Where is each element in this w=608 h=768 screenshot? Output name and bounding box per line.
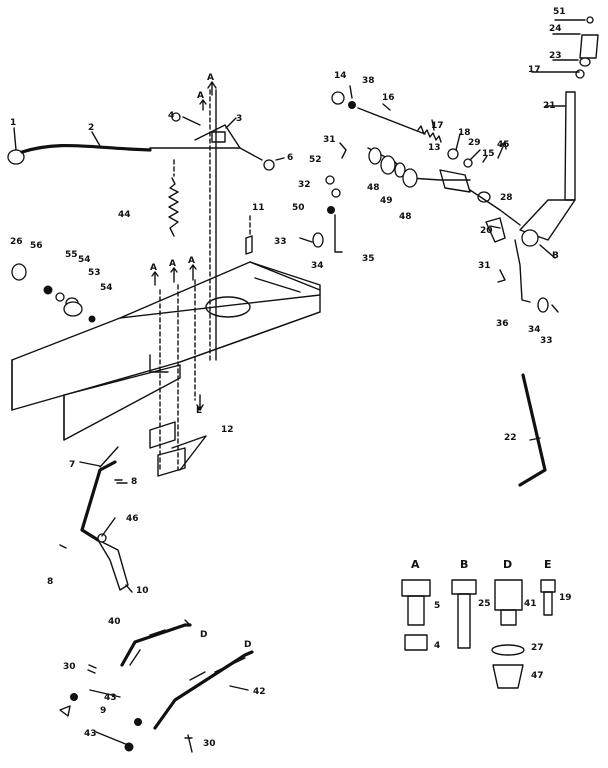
part-callout-23: 23	[549, 51, 562, 61]
reference-arrows	[151, 81, 507, 411]
rod-16-spring-17	[331, 91, 473, 168]
part-callout-40: 40	[108, 617, 121, 627]
part-callout-33: 33	[540, 336, 553, 346]
part-callout-15: 15	[482, 149, 495, 159]
hardware-key-letter-b: B	[460, 558, 468, 571]
part-callout-34: 34	[528, 325, 541, 335]
rod-22	[518, 373, 547, 487]
part-callout-48: 48	[399, 212, 412, 222]
part-callout-27: 27	[531, 643, 544, 653]
part-callout-1: 1	[10, 118, 16, 128]
part-callout-4: 4	[168, 111, 174, 121]
part-callout-54: 54	[100, 283, 113, 293]
reference-letter-d: D	[200, 630, 207, 640]
part-callout-49: 49	[380, 196, 393, 206]
part-callout-31: 31	[478, 261, 491, 271]
part-callout-47: 47	[531, 671, 544, 681]
hardware-key-letter-d: D	[503, 558, 512, 571]
part-callout-17: 17	[431, 121, 444, 131]
part-callout-35: 35	[362, 254, 375, 264]
part-callout-29: 29	[468, 138, 481, 148]
part-callout-4: 4	[434, 641, 440, 651]
part-callout-18: 18	[458, 128, 471, 138]
part-callout-25: 25	[478, 599, 491, 609]
part-callout-8: 8	[47, 577, 53, 587]
cross-shaft-assembly	[367, 147, 521, 243]
part-callout-30: 30	[63, 662, 76, 672]
reference-letter-d: D	[244, 640, 251, 650]
part-callout-46: 46	[126, 514, 139, 524]
reference-letter-a: A	[207, 73, 214, 83]
part-callout-12: 12	[221, 425, 234, 435]
part-callout-52: 52	[309, 155, 322, 165]
part-callout-33: 33	[274, 237, 287, 247]
part-callout-56: 56	[30, 241, 43, 251]
part-callout-48: 48	[367, 183, 380, 193]
link-rod-35-36	[299, 142, 559, 313]
spring-44	[168, 159, 179, 237]
part-callout-43: 43	[104, 693, 117, 703]
part-callout-31: 31	[323, 135, 336, 145]
part-callout-16: 16	[382, 93, 395, 103]
part-callout-11: 11	[252, 203, 265, 213]
part-callout-42: 42	[253, 687, 266, 697]
part-callout-54: 54	[78, 255, 91, 265]
part-callout-32: 32	[298, 180, 311, 190]
part-callout-21: 21	[543, 101, 556, 111]
wheel-hub-assembly	[11, 263, 96, 323]
part-callout-41: 41	[524, 599, 537, 609]
part-callout-44: 44	[118, 210, 131, 220]
part-callout-28: 28	[500, 193, 513, 203]
leader-lines	[13, 19, 586, 746]
lift-handle-assembly	[7, 112, 275, 171]
reference-letter-b: B	[552, 251, 559, 261]
part-callout-51: 51	[553, 7, 566, 17]
part-callout-34: 34	[311, 261, 324, 271]
part-callout-53: 53	[88, 268, 101, 278]
reference-letter-a: A	[169, 259, 176, 269]
part-callout-50: 50	[292, 203, 305, 213]
part-callout-6: 6	[287, 153, 293, 163]
lift-link-assembly	[59, 619, 254, 753]
part-callout-19: 19	[559, 593, 572, 603]
part-callout-5: 5	[434, 601, 440, 611]
part-callout-14: 14	[334, 71, 347, 81]
part-callout-30: 30	[203, 739, 216, 749]
hardware-key-letter-e: E	[544, 558, 552, 571]
reference-letter-a: A	[197, 91, 204, 101]
part-callout-3: 3	[236, 114, 242, 124]
bracket-11	[245, 215, 253, 255]
part-callout-13: 13	[428, 143, 441, 153]
part-callout-2: 2	[88, 123, 94, 133]
frame-assembly	[11, 261, 321, 441]
vertical-rods	[149, 89, 217, 477]
reference-letter-a: A	[150, 263, 157, 273]
part-callout-10: 10	[136, 586, 149, 596]
lever-21-assembly	[519, 16, 599, 247]
part-callout-38: 38	[362, 76, 375, 86]
part-callout-26: 26	[10, 237, 23, 247]
part-callout-43: 43	[84, 729, 97, 739]
hardware-key-drawing	[401, 579, 556, 689]
part-callout-36: 36	[496, 319, 509, 329]
part-callout-7: 7	[69, 460, 75, 470]
part-callout-55: 55	[65, 250, 78, 260]
part-callout-20: 20	[480, 226, 493, 236]
reference-letter-a: A	[188, 256, 195, 266]
hardware-key-letter-a: A	[411, 558, 420, 571]
part-callout-45: 45	[497, 140, 510, 150]
part-callout-9: 9	[100, 706, 106, 716]
reference-letter-e: E	[196, 406, 202, 416]
part-callout-8: 8	[131, 477, 137, 487]
rod-7-arm-10	[59, 460, 129, 591]
part-callout-22: 22	[504, 433, 517, 443]
part-callout-17: 17	[528, 65, 541, 75]
part-callout-24: 24	[549, 24, 562, 34]
